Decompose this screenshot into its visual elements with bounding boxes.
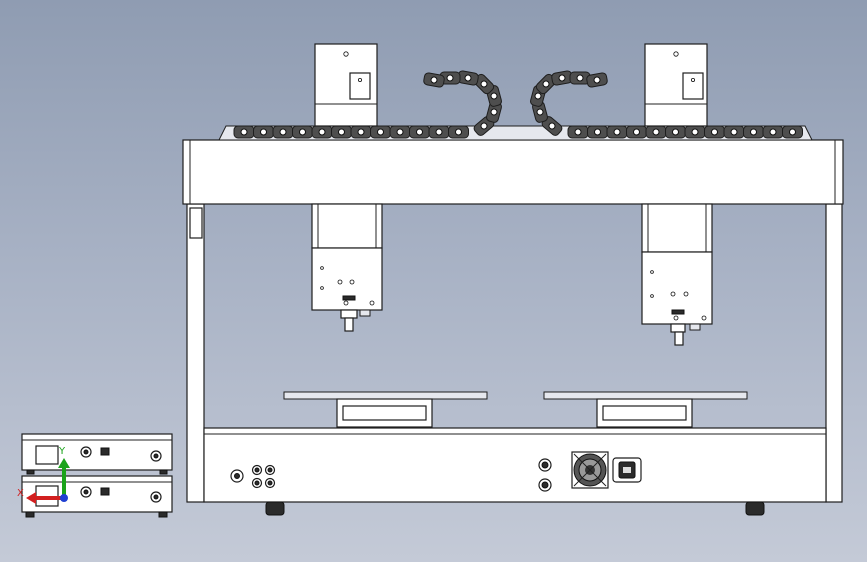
orientation-preview[interactable]: Y X [17,433,173,518]
axis-triad[interactable]: Y X [17,446,70,504]
right-post [825,203,843,503]
chain-link [567,125,589,139]
chain-link [586,72,608,88]
chain-link [743,125,764,139]
left-head-carriage [311,203,383,249]
chain-link [665,125,686,139]
chain-link [645,125,667,139]
chain-link [311,125,333,139]
right-table-plate [543,391,748,400]
chain-link [587,125,608,139]
left-post-bracket [189,207,203,239]
drag-chains[interactable] [233,70,803,139]
machine-base[interactable] [203,427,827,516]
chain-link [370,125,391,139]
right-dispense-head[interactable] [641,43,713,346]
chain-link [782,125,803,139]
chain-link [389,125,411,139]
x-axis-label: X [17,488,24,499]
left-foot [265,501,285,516]
right-foot [745,501,765,516]
x-arrow-head [26,492,36,504]
left-table-plate [283,391,488,400]
chain-link [423,72,445,88]
power-socket-icon [612,457,642,483]
left-head-bracket [349,72,371,100]
left-post [186,203,205,503]
chain-link [253,125,274,139]
chain-link [569,71,591,85]
chain-link [762,125,784,139]
chain-link [457,70,479,86]
chain-link [233,125,255,139]
chain-link [331,125,352,139]
chain-link [292,125,313,139]
chain-link [272,125,294,139]
right-head-bracket [682,72,704,100]
cooling-fan-icon [571,451,609,489]
left-dispense-head[interactable] [311,43,383,332]
gantry-beam [182,139,844,205]
right-head-carriage [641,203,713,253]
chain-link [684,125,706,139]
chain-link [535,73,557,95]
chain-link [704,125,725,139]
left-work-table[interactable] [283,391,488,428]
z-axis-dot [60,494,68,502]
chain-link [606,125,628,139]
chain-link [532,101,548,123]
chain-link [350,125,372,139]
left-head-connector [342,295,356,301]
base-front-panel [203,427,827,503]
left-head-valve [340,309,358,319]
chain-link [439,71,461,85]
chain-link [409,125,430,139]
left-needle [344,317,354,332]
chain-link [448,125,469,139]
right-work-table[interactable] [543,391,748,428]
chain-link [541,116,563,136]
chain-link [428,125,450,139]
chain-link [626,125,647,139]
chain-link [723,125,745,139]
y-arrow-head [58,458,70,468]
y-axis-label: Y [58,446,66,457]
right-needle [674,331,684,346]
